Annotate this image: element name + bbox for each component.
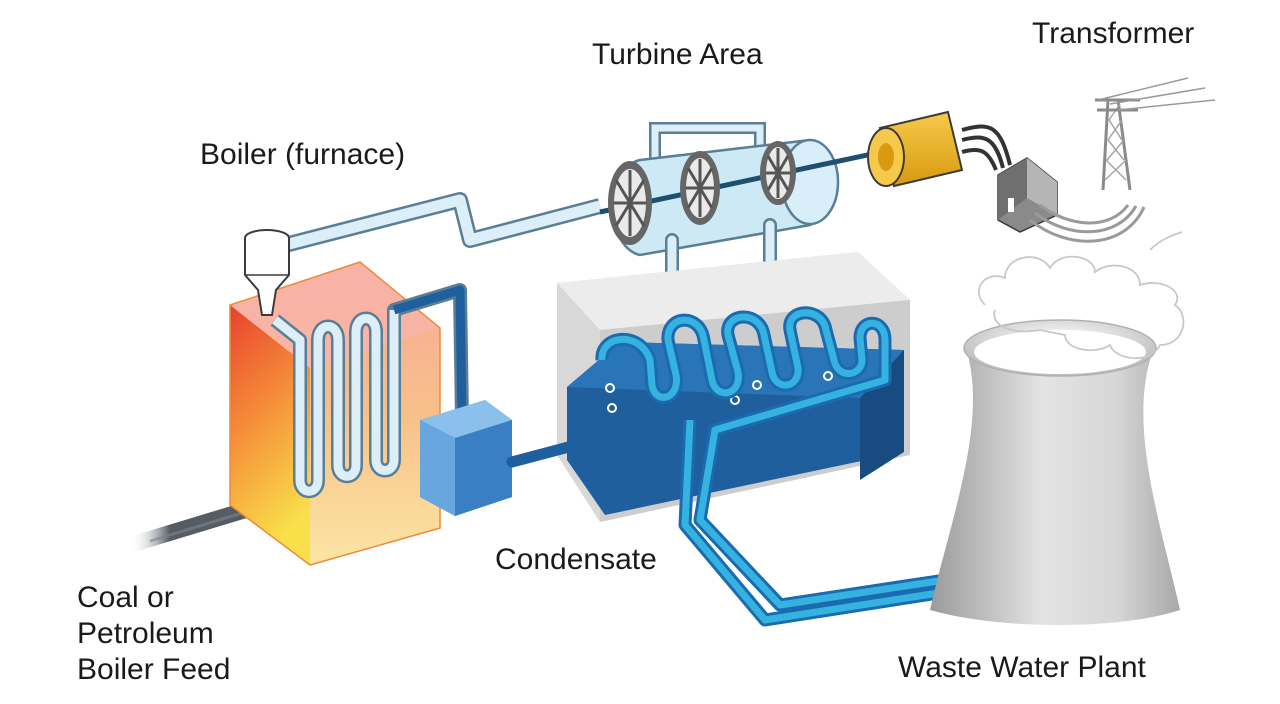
- boiler-feed-label: Coal or Petroleum Boiler Feed: [77, 580, 230, 688]
- rotor-small: [760, 141, 796, 205]
- boiler-feed-line-1: Coal or: [77, 581, 174, 614]
- waste-water-plant-label: Waste Water Plant: [898, 651, 1146, 684]
- steam-pipe: [283, 192, 603, 253]
- boiler-label: Boiler (furnace): [200, 138, 406, 171]
- boiler-feed-line-3: Boiler Feed: [77, 653, 231, 686]
- transmission-tower-icon: [1095, 77, 1216, 191]
- condensate-label: Condensate: [495, 543, 657, 576]
- rotor-medium: [680, 151, 720, 225]
- coal-hopper-icon: [244, 229, 290, 316]
- generator-icon: [867, 110, 1012, 188]
- transformer-house-icon: [997, 157, 1146, 243]
- boiler-tubes: [270, 283, 469, 499]
- steam-cloud-icon: [978, 231, 1185, 360]
- cooling-tower-icon: [930, 319, 1180, 625]
- turbine-area-label: Turbine Area: [592, 38, 763, 71]
- pump-cube: [420, 400, 601, 516]
- condenser-coils: [595, 306, 946, 627]
- turbine-rotors-icon: [599, 141, 901, 245]
- transformer-label: Transformer: [1032, 17, 1195, 50]
- boiler-feed-line-2: Petroleum: [77, 617, 214, 650]
- rotor-large: [608, 161, 652, 245]
